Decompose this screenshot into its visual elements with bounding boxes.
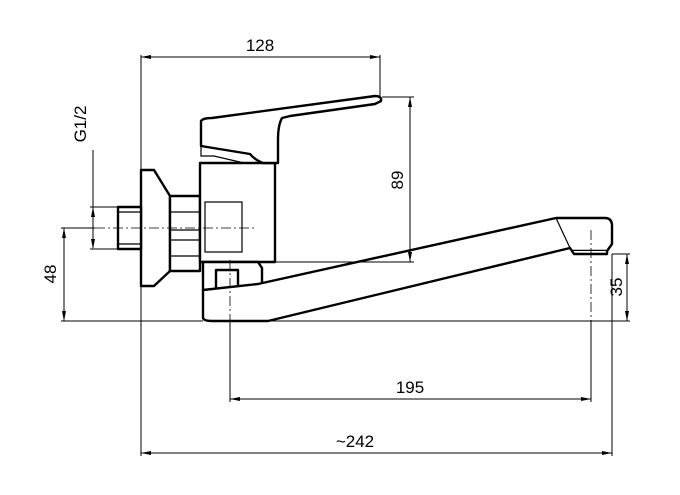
dim-thread: G1/2 xyxy=(71,106,90,143)
hex-nut xyxy=(168,194,202,273)
dim-spout-height: 35 xyxy=(607,278,626,297)
dim-top-width: 128 xyxy=(246,36,274,55)
dimension-lines xyxy=(61,55,630,456)
center-lines xyxy=(95,227,592,320)
inlet-pipe xyxy=(116,205,143,251)
dim-overall-length: ~242 xyxy=(336,432,374,451)
faucet-outline xyxy=(116,94,614,323)
dim-spout-reach: 195 xyxy=(396,378,424,397)
arrowheads xyxy=(62,55,629,455)
lever-handle xyxy=(199,94,383,165)
mixer-body xyxy=(198,161,277,264)
dim-handle-height: 89 xyxy=(388,171,407,190)
dim-inlet-height: 48 xyxy=(41,265,60,284)
